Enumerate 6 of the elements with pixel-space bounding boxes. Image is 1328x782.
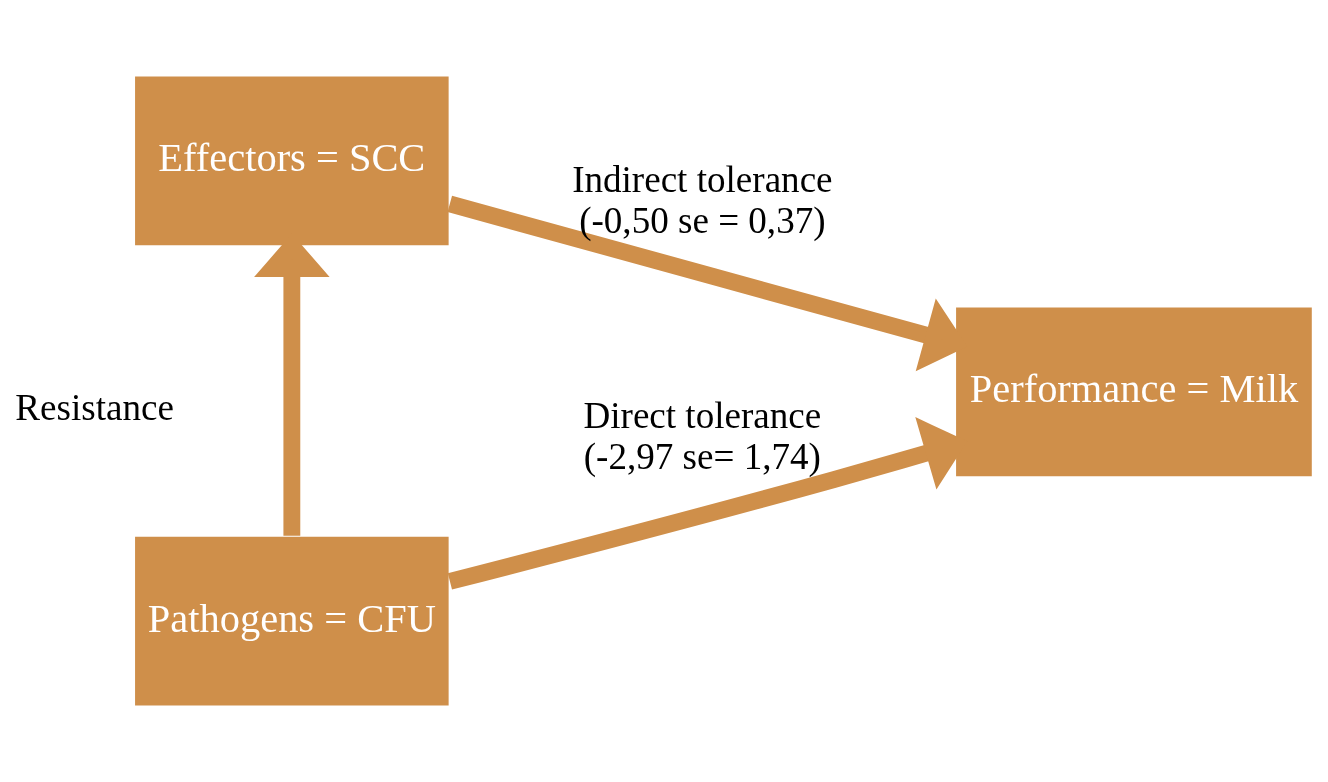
edge-label: Indirect tolerance (-0,50 se = 0,37): [572, 159, 833, 241]
node-box: Performance = Milk: [954, 305, 1314, 478]
node-box: Pathogens = CFU: [133, 535, 451, 708]
edge-label: Resistance: [15, 387, 174, 429]
node-box: Effectors = SCC: [133, 74, 451, 247]
edge-label: Direct tolerance (-2,97 se= 1,74): [583, 395, 822, 477]
